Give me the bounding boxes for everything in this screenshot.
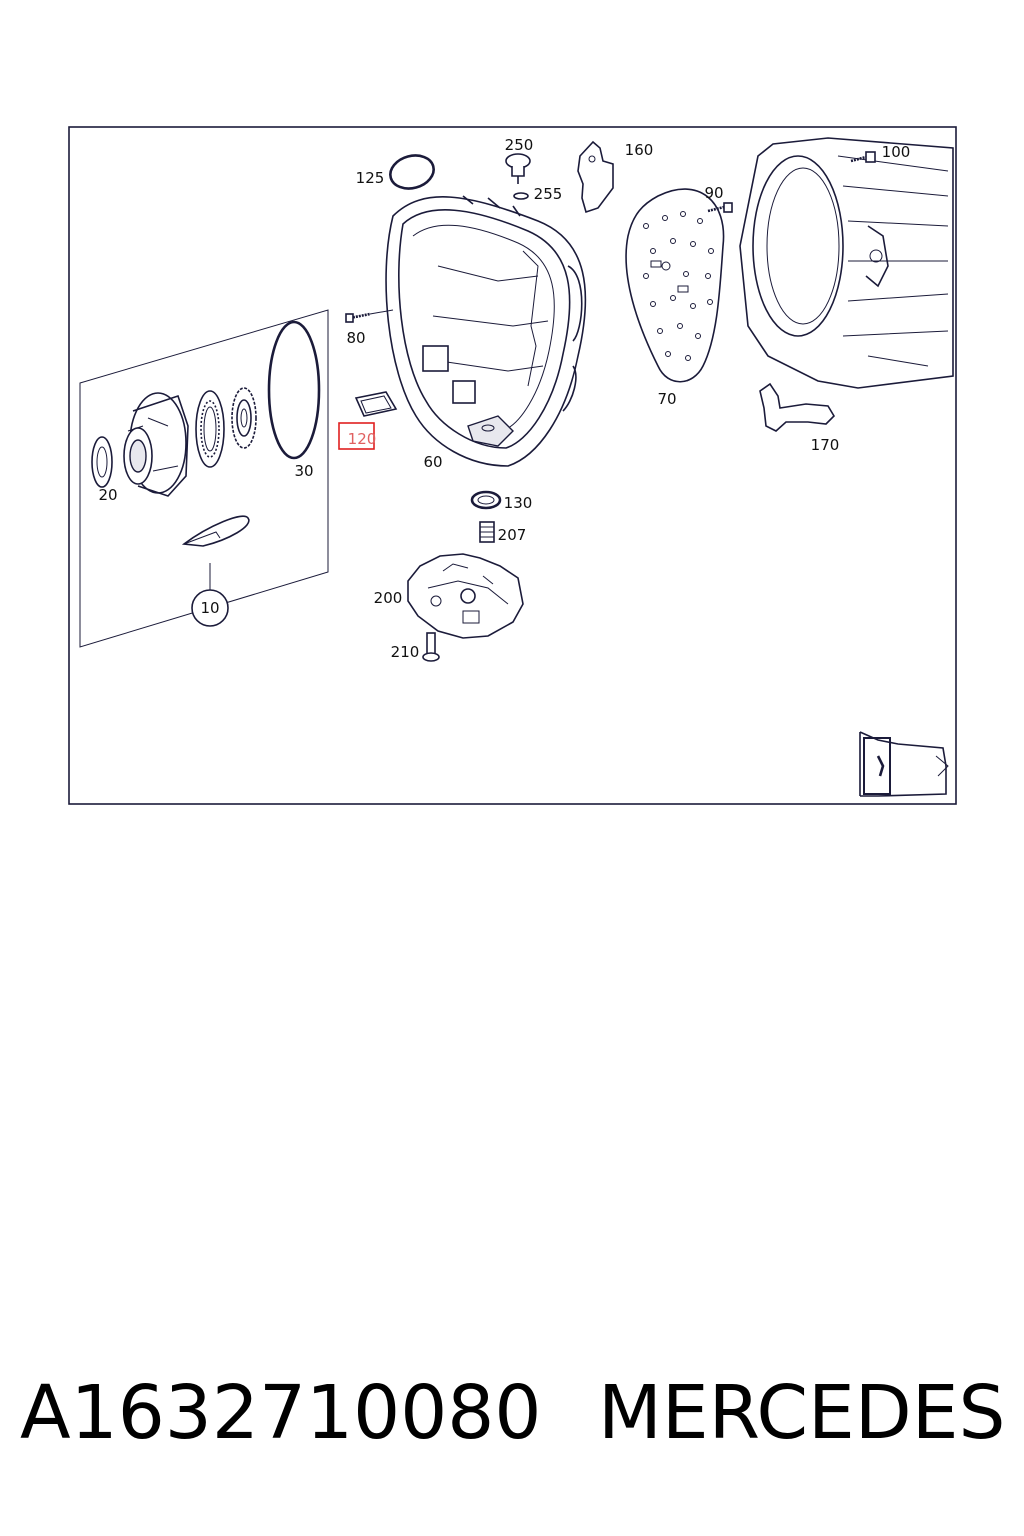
part-bracket-170: 170 — [759, 382, 840, 454]
kit-10-panel: 10 20 30 — [79, 309, 329, 648]
label-30: 30 — [294, 462, 313, 480]
label-70: 70 — [657, 390, 676, 408]
part-oil-pump-200: 200 — [374, 553, 524, 639]
label-255: 255 — [534, 185, 563, 203]
label-170: 170 — [811, 436, 840, 454]
part-bell-housing-60: 60 — [385, 195, 587, 471]
label-10: 10 — [200, 599, 219, 617]
part-plug-250: 250 — [505, 136, 534, 184]
part-plate-70: 70 — [625, 188, 725, 408]
label-60: 60 — [423, 453, 442, 471]
diagram-border — [68, 126, 957, 805]
part-inner-gear — [231, 387, 257, 449]
part-cable-tie — [181, 515, 250, 547]
part-ring-gear — [195, 390, 225, 468]
label-207: 207 — [498, 526, 527, 544]
part-number: A1632710080 — [20, 1370, 542, 1456]
part-gasket-120: 120 — [338, 391, 398, 450]
part-oring-30 — [267, 320, 321, 460]
label-250: 250 — [505, 136, 534, 154]
part-bolt-90: 90 — [704, 184, 733, 213]
brand-name: MERCEDES — [598, 1370, 1006, 1456]
label-130: 130 — [504, 494, 533, 512]
footer: A1632710080 MERCEDES — [20, 1370, 1010, 1470]
highlight-box-120 — [338, 422, 375, 450]
label-120: 120 — [348, 430, 377, 448]
label-125: 125 — [356, 169, 385, 187]
part-bolt-210: 210 — [391, 632, 440, 662]
part-bolt-80: 80 — [345, 309, 394, 347]
part-transmission-case: 100 — [739, 137, 954, 389]
label-100: 100 — [882, 143, 911, 161]
part-bolt-100 — [850, 151, 876, 163]
label-200: 200 — [374, 589, 403, 607]
part-seal-130: 130 — [470, 490, 533, 512]
part-seal-255: 255 — [513, 185, 563, 203]
label-90: 90 — [704, 184, 723, 202]
parts-diagram-svg: 10 20 30 60 80 120 125 — [68, 126, 957, 805]
label-160: 160 — [625, 141, 654, 159]
part-bracket-160: 160 — [577, 140, 654, 214]
label-20: 20 — [98, 486, 117, 504]
part-oring-125: 125 — [356, 154, 435, 190]
part-seal-ring-20 — [91, 436, 113, 488]
parts-diagram: 10 20 30 60 80 120 125 — [68, 126, 957, 805]
part-pump-housing — [123, 392, 189, 497]
label-210: 210 — [391, 643, 420, 661]
location-thumbnail — [859, 731, 949, 797]
part-connector-207: 207 — [479, 521, 527, 544]
label-80: 80 — [346, 329, 365, 347]
